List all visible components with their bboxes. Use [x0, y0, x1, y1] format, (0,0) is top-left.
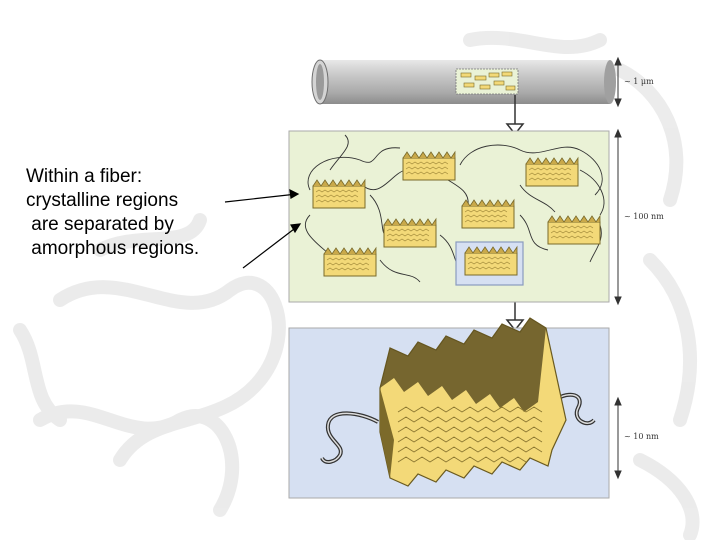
- zoom-arrow-1: [505, 95, 525, 136]
- pointer-arrows: [224, 188, 302, 269]
- caption-line-1: Within a fiber:: [26, 166, 143, 187]
- scale-bar-crystallite: [614, 396, 622, 480]
- caption-line-3: are separated by: [26, 214, 174, 235]
- scale-label-fiber: ~ 1 μm: [624, 77, 654, 86]
- zoom-arrow-2: [505, 302, 525, 332]
- scale-bar-fiber: [614, 56, 622, 108]
- background-watermark: [13, 30, 700, 540]
- crystal-panel: [288, 317, 610, 499]
- network-panel: [288, 130, 610, 303]
- caption-line-4: amorphous regions.: [26, 238, 200, 259]
- scale-label-crystallite: ~ 10 nm: [624, 432, 659, 441]
- scale-bar-network: [614, 128, 622, 306]
- crystallite-large: [379, 317, 567, 487]
- scale-label-network: ~ 100 nm: [624, 212, 664, 221]
- caption-line-2: crystalline regions: [26, 190, 179, 211]
- caption-text: Within a fiber: crystalline regions are s…: [26, 165, 199, 261]
- fiber-cylinder: [311, 59, 616, 105]
